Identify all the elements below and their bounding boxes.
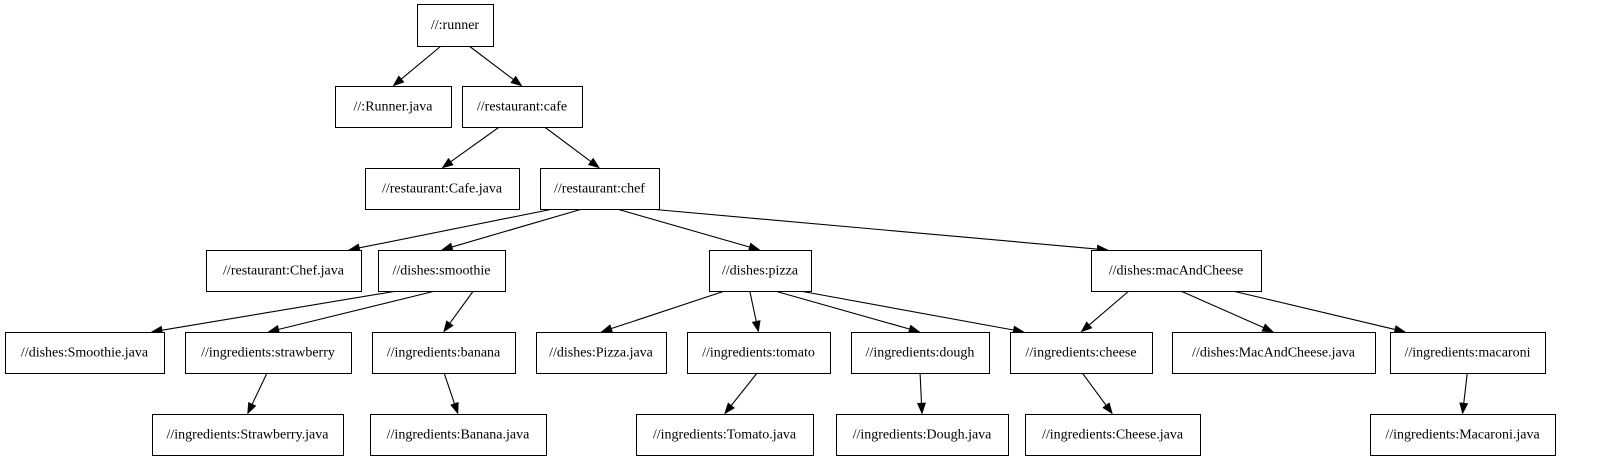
node-dough_java[interactable]: //ingredients:Dough.java [836, 414, 1009, 456]
node-ing_cheese[interactable]: //ingredients:cheese [1010, 332, 1153, 374]
edge-restaurant_cafe-to-cafe_java [441, 126, 500, 169]
node-label-runner: //:runner [431, 18, 480, 33]
node-restaurant_chef[interactable]: //restaurant:chef [540, 168, 660, 210]
node-label-restaurant_chef: //restaurant:chef [554, 182, 645, 197]
node-label-dough_java: //ingredients:Dough.java [853, 428, 993, 443]
node-label-ing_cheese: //ingredients:cheese [1025, 346, 1136, 361]
node-label-runner_java: //:Runner.java [354, 100, 434, 115]
edge-dishes_mac-to-mac_java [1180, 290, 1275, 333]
edge-dishes_pizza-to-ing_dough [774, 290, 921, 334]
node-label-cafe_java: //restaurant:Cafe.java [382, 182, 503, 197]
edge-ing_macaroni-to-macaroni_java [1459, 372, 1469, 415]
node-label-ing_tomato: //ingredients:tomato [702, 346, 815, 361]
node-strawberry_java[interactable]: //ingredients:Strawberry.java [152, 414, 344, 456]
node-label-tomato_java: //ingredients:Tomato.java [653, 428, 797, 443]
edge-dishes_smoothie-to-ing_strawberry [267, 290, 436, 334]
node-dishes_mac[interactable]: //dishes:macAndCheese [1091, 250, 1262, 292]
node-chef_java[interactable]: //restaurant:Chef.java [206, 250, 362, 292]
node-ing_strawberry[interactable]: //ingredients:strawberry [185, 332, 352, 374]
node-label-smoothie_java: //dishes:Smoothie.java [21, 346, 149, 361]
edge-ing_dough-to-dough_java [916, 372, 926, 415]
node-pizza_java[interactable]: //dishes:Pizza.java [536, 332, 667, 374]
node-label-banana_java: //ingredients:Banana.java [387, 428, 530, 443]
node-banana_java[interactable]: //ingredients:Banana.java [370, 414, 547, 456]
node-runner_java[interactable]: //:Runner.java [335, 86, 452, 128]
edge-restaurant_chef-to-dishes_smoothie [440, 208, 583, 252]
node-label-ing_banana: //ingredients:banana [387, 346, 501, 361]
edge-ing_banana-to-banana_java [443, 372, 459, 415]
node-label-restaurant_cafe: //restaurant:cafe [477, 100, 567, 115]
node-ing_tomato[interactable]: //ingredients:tomato [687, 332, 831, 374]
edge-runner-to-runner_java [392, 45, 442, 87]
edge-ing_strawberry-to-strawberry_java [247, 372, 268, 415]
node-label-ing_strawberry: //ingredients:strawberry [201, 346, 335, 361]
node-label-ing_macaroni: //ingredients:macaroni [1405, 346, 1531, 361]
edge-dishes_mac-to-ing_macaroni [1232, 290, 1407, 334]
node-label-macaroni_java: //ingredients:Macaroni.java [1385, 428, 1540, 443]
node-macaroni_java[interactable]: //ingredients:Macaroni.java [1370, 414, 1556, 456]
edge-dishes_smoothie-to-ing_banana [443, 290, 474, 333]
edge-restaurant_chef-to-dishes_pizza [616, 208, 761, 252]
node-smoothie_java[interactable]: //dishes:Smoothie.java [5, 332, 165, 374]
node-ing_macaroni[interactable]: //ingredients:macaroni [1390, 332, 1546, 374]
edge-ing_tomato-to-tomato_java [724, 372, 758, 415]
node-runner[interactable]: //:runner [417, 4, 494, 47]
node-label-dishes_smoothie: //dishes:smoothie [393, 264, 491, 279]
edge-restaurant_cafe-to-restaurant_chef [544, 126, 600, 169]
node-label-cheese_java: //ingredients:Cheese.java [1042, 428, 1184, 443]
node-label-dishes_mac: //dishes:macAndCheese [1109, 264, 1244, 279]
edge-restaurant_chef-to-dishes_mac [649, 208, 1109, 254]
node-label-dishes_pizza: //dishes:pizza [722, 264, 799, 279]
node-mac_java[interactable]: //dishes:MacAndCheese.java [1172, 332, 1376, 374]
edge-dishes_pizza-to-ing_tomato [749, 290, 761, 333]
nodes-layer: //:runner //:Runner.java //restaurant:cafe… [5, 4, 1556, 456]
edge-ing_cheese-to-cheese_java [1081, 372, 1113, 415]
node-label-pizza_java: //dishes:Pizza.java [549, 346, 654, 361]
node-label-strawberry_java: //ingredients:Strawberry.java [167, 428, 330, 443]
node-restaurant_cafe[interactable]: //restaurant:cafe [462, 86, 583, 128]
node-label-ing_dough: //ingredients:dough [866, 346, 975, 361]
node-ing_banana[interactable]: //ingredients:banana [372, 332, 516, 374]
node-tomato_java[interactable]: //ingredients:Tomato.java [636, 414, 814, 456]
node-ing_dough[interactable]: //ingredients:dough [851, 332, 990, 374]
node-cafe_java[interactable]: //restaurant:Cafe.java [365, 168, 520, 210]
edge-dishes_mac-to-ing_cheese [1080, 290, 1130, 333]
node-label-chef_java: //restaurant:Chef.java [223, 264, 345, 279]
edges-layer [150, 45, 1469, 415]
node-label-mac_java: //dishes:MacAndCheese.java [1192, 346, 1356, 361]
edge-dishes_pizza-to-pizza_java [600, 290, 725, 333]
node-cheese_java[interactable]: //ingredients:Cheese.java [1025, 414, 1201, 456]
node-dishes_pizza[interactable]: //dishes:pizza [709, 250, 812, 292]
edge-runner-to-restaurant_cafe [468, 45, 523, 87]
node-dishes_smoothie[interactable]: //dishes:smoothie [378, 250, 506, 292]
